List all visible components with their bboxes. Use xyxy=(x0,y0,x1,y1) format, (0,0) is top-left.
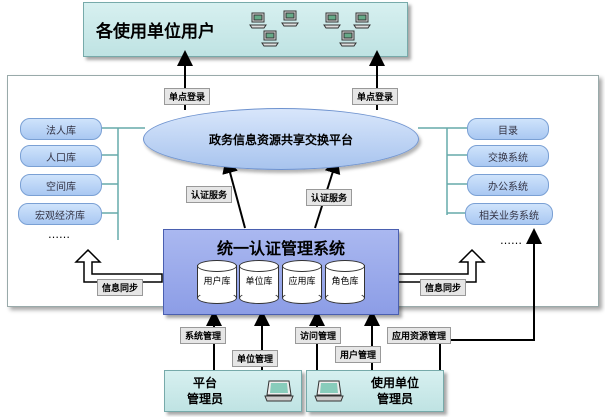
sync-label-left: 信息同步 xyxy=(97,279,144,296)
right-ellipsis: …… xyxy=(500,234,522,247)
pill-related-business-systems: 相关业务系统 xyxy=(465,203,553,225)
user-management-label: 用户管理 xyxy=(335,346,382,363)
platform-admin-box: 平台 管理员 xyxy=(164,370,302,412)
top-users-box: 各使用单位用户 xyxy=(83,2,408,57)
platform-title: 政务信息资源共享交换平台 xyxy=(208,132,353,147)
pill-exchange-system: 交换系统 xyxy=(467,145,549,167)
database-roles: 角色库 xyxy=(325,260,365,304)
app-resource-management-label: 应用资源管理 xyxy=(387,327,452,344)
sso-label-left: 单点登录 xyxy=(164,88,211,105)
database-label: 用户库 xyxy=(203,277,231,287)
unified-auth-system: 统一认证管理系统 用户库 单位库 应用库 角色库 xyxy=(163,229,399,315)
top-users-title: 各使用单位用户 xyxy=(96,22,215,42)
laptop-icon xyxy=(264,380,294,402)
unit-admin-label: 使用单位 管理员 xyxy=(370,376,419,406)
exchange-platform-ellipse: 政务信息资源共享交换平台 xyxy=(143,108,419,170)
unit-admin-box: 使用单位 管理员 xyxy=(306,370,444,412)
computer-icons-group xyxy=(249,10,371,47)
unit-management-label: 单位管理 xyxy=(232,350,279,367)
pill-catalog: 目录 xyxy=(467,118,549,140)
database-users: 用户库 xyxy=(197,260,237,304)
laptop-icon xyxy=(314,380,344,402)
pill-macroeconomic-db: 宏观经济库 xyxy=(18,203,102,225)
database-label: 应用库 xyxy=(288,277,316,287)
auth-service-label-right: 认证服务 xyxy=(306,189,353,206)
left-ellipsis: …… xyxy=(48,228,70,241)
sso-label-right: 单点登录 xyxy=(352,88,399,105)
auth-service-label-left: 认证服务 xyxy=(186,186,233,203)
system-management-label: 系统管理 xyxy=(180,327,227,344)
access-management-label: 访问管理 xyxy=(295,327,342,344)
database-label: 角色库 xyxy=(331,277,359,287)
database-applications: 应用库 xyxy=(282,260,322,304)
pill-office-system: 办公系统 xyxy=(467,174,549,196)
computer-icon xyxy=(249,10,371,47)
pill-population-db: 人口库 xyxy=(20,145,102,167)
platform-admin-label: 平台 管理员 xyxy=(186,376,223,406)
pill-spatial-db: 空间库 xyxy=(20,174,102,196)
database-units: 单位库 xyxy=(239,260,279,304)
pill-legal-person-db: 法人库 xyxy=(20,118,102,140)
sync-label-right: 信息同步 xyxy=(420,279,467,296)
database-label: 单位库 xyxy=(245,277,273,287)
auth-system-title: 统一认证管理系统 xyxy=(216,239,345,258)
